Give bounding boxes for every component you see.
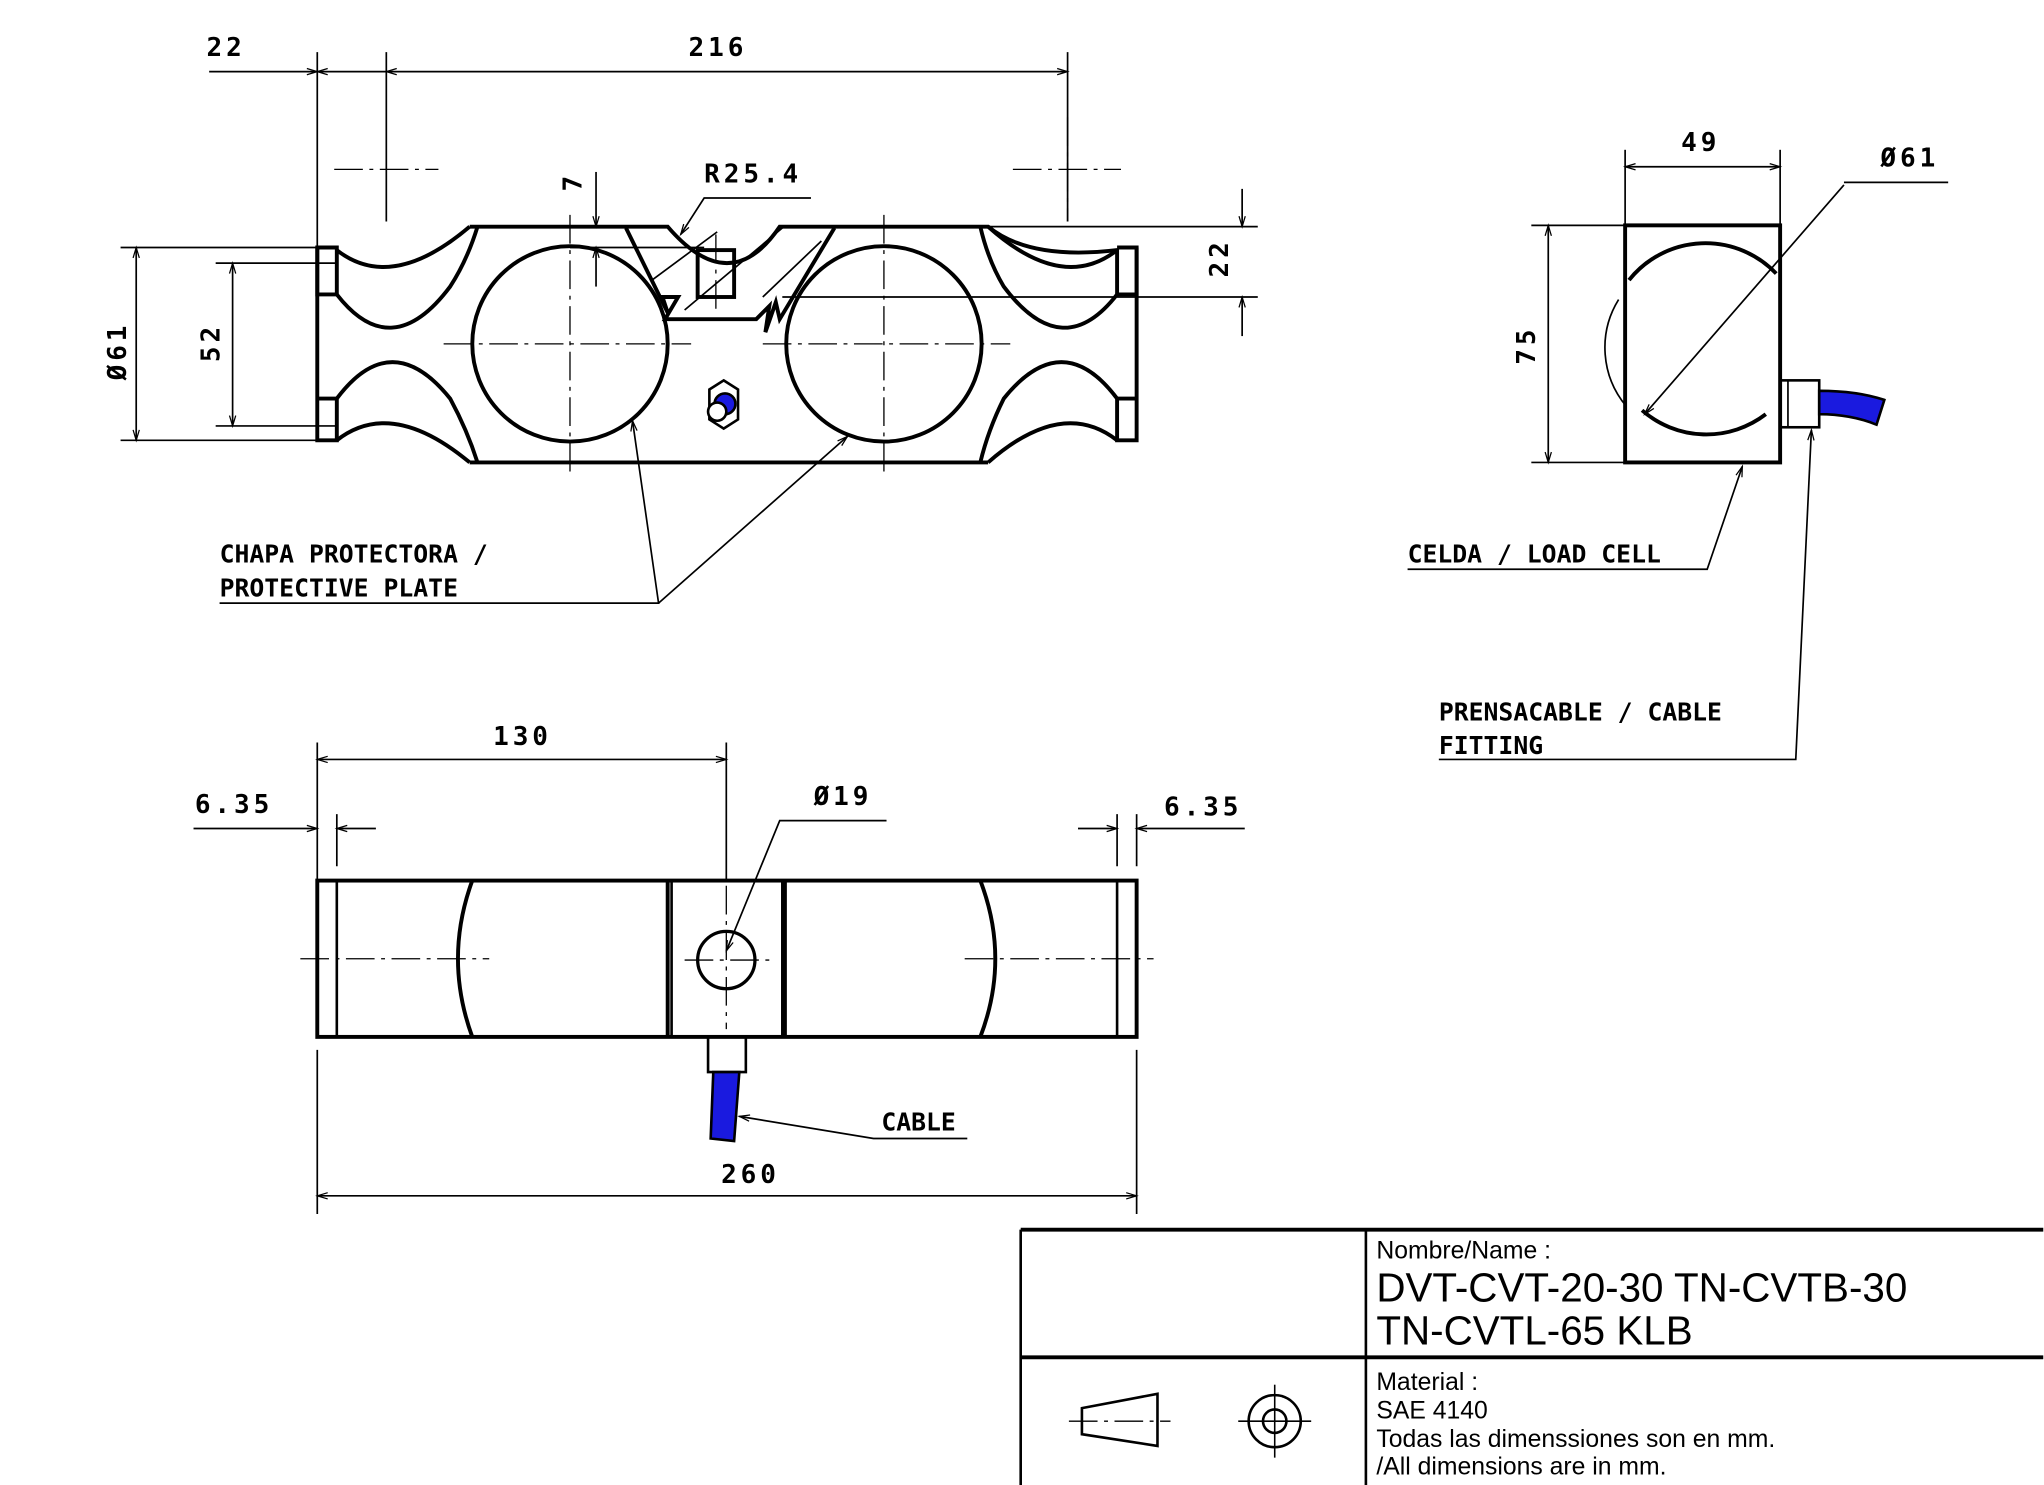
label-cable-fitting-2: FITTING bbox=[1439, 731, 1543, 760]
dim-6-35-right: 6.35 bbox=[1164, 792, 1242, 822]
dim-diameter-61-side: Ø61 bbox=[1879, 144, 1939, 174]
bottom-view: 130 6.35 6.35 Ø19 CABLE 260 bbox=[193, 722, 1245, 1215]
label-cable: CABLE bbox=[881, 1108, 956, 1137]
dim-216: 216 bbox=[689, 33, 748, 63]
title-block: Nombre/Name : DVT-CVT-20-30 TN-CVTB-30 T… bbox=[1019, 1227, 2044, 1485]
label-protective-plate-1: CHAPA PROTECTORA / bbox=[220, 540, 488, 569]
projection-cone-icon bbox=[1068, 1392, 1171, 1448]
note-english: /All dimensions are in mm. bbox=[1376, 1454, 1666, 1481]
dim-r25-4: R25.4 bbox=[704, 159, 802, 189]
label-protective-plate-2: PROTECTIVE PLATE bbox=[220, 574, 458, 603]
part-name-line1: DVT-CVT-20-30 TN-CVTB-30 bbox=[1376, 1264, 1907, 1310]
side-view: 49 Ø61 75 CELDA / LOAD CELL PRENSACABLE … bbox=[1407, 128, 1949, 761]
dim-52: 52 bbox=[197, 323, 227, 362]
projection-circle-icon bbox=[1238, 1384, 1312, 1458]
dim-diameter-61: Ø61 bbox=[103, 322, 133, 382]
dim-6-35-left: 6.35 bbox=[195, 790, 273, 820]
dim-75: 75 bbox=[1512, 326, 1542, 365]
label-cable-fitting-1: PRENSACABLE / CABLE bbox=[1439, 697, 1722, 726]
dim-22-slot: 22 bbox=[1205, 238, 1235, 277]
cable bbox=[706, 1035, 748, 1143]
dim-49: 49 bbox=[1681, 128, 1720, 158]
dim-22: 22 bbox=[207, 33, 246, 63]
part-name-line2: TN-CVTL-65 KLB bbox=[1376, 1307, 1692, 1353]
cable-fitting bbox=[1778, 379, 1886, 429]
top-view: 22 216 bbox=[103, 33, 1258, 604]
dim-diameter-19: Ø19 bbox=[813, 782, 873, 812]
note-spanish: Todas las dimenssiones son en mm. bbox=[1376, 1426, 1775, 1453]
dim-7: 7 bbox=[559, 172, 589, 192]
cable-fitting-nut-icon bbox=[706, 378, 740, 431]
dim-260: 260 bbox=[721, 1160, 780, 1190]
material-value: SAE 4140 bbox=[1376, 1398, 1487, 1425]
material-label: Material : bbox=[1376, 1369, 1478, 1396]
dim-130: 130 bbox=[493, 722, 552, 752]
name-label: Nombre/Name : bbox=[1376, 1237, 1551, 1264]
label-load-cell: CELDA / LOAD CELL bbox=[1408, 540, 1661, 569]
